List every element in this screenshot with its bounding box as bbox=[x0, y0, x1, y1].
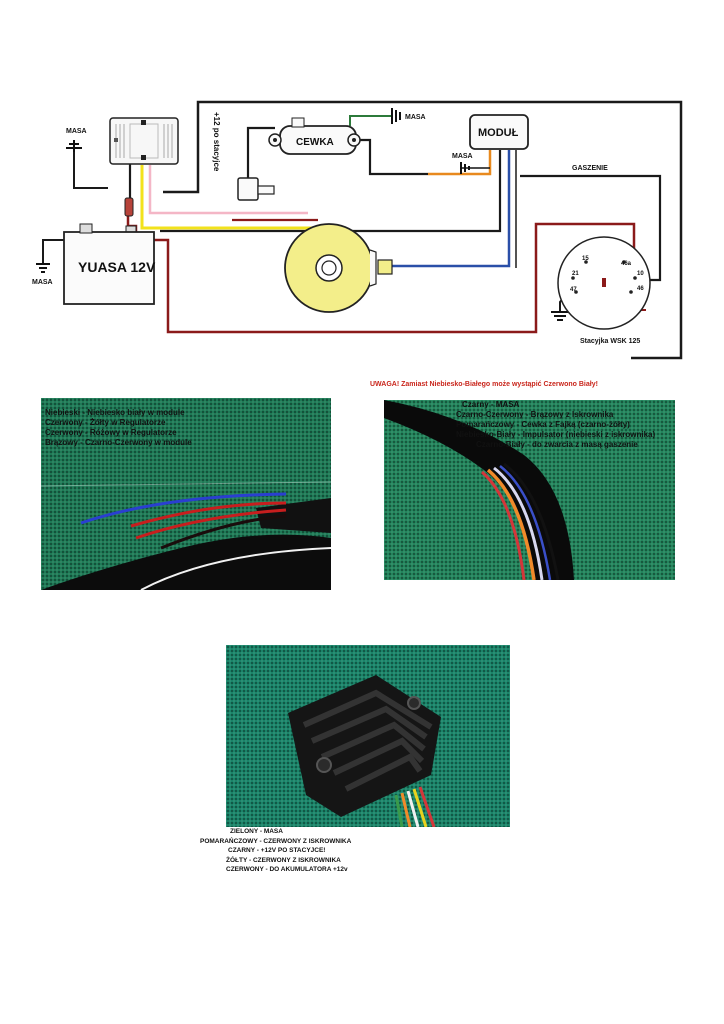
terminal-10: 10 bbox=[637, 271, 644, 277]
coil-label: CEWKA bbox=[296, 137, 334, 148]
switch-label: Stacyjka WSK 125 bbox=[580, 338, 640, 345]
ground-symbol-coil bbox=[391, 108, 401, 124]
photo-wires-module: Niebieski - Niebiesko biały w module Cze… bbox=[41, 398, 331, 590]
masa-label-regulator: MASA bbox=[66, 128, 87, 135]
legend-line: POMARAŃCZOWY - CZERWONY Z ISKROWNIKA bbox=[200, 837, 352, 845]
caption-line: Czerwony - Różowy w Regulatorze bbox=[45, 428, 177, 437]
warning-text: UWAGA! Zamiast Niebiesko-Białego może wy… bbox=[370, 381, 598, 388]
connector-plus12 bbox=[237, 177, 275, 201]
wire-pink bbox=[148, 165, 308, 215]
terminal-47: 47 bbox=[570, 287, 577, 293]
caption-line: Czarno-Biały - do zwarcia z masą gaszeni… bbox=[476, 440, 638, 449]
masa-label-coil: MASA bbox=[405, 114, 426, 121]
regulator-wire-legend: ZIELONY - MASA POMARAŃCZOWY - CZERWONY Z… bbox=[200, 827, 351, 875]
wire-coil-right bbox=[358, 138, 428, 176]
caption-line: Brązowy - Czarno-Czerwony w module bbox=[45, 438, 192, 447]
wire-battery-ground bbox=[42, 239, 64, 264]
battery bbox=[63, 223, 155, 305]
ground-symbol-module bbox=[460, 162, 490, 174]
legend-line: CZERWONY - DO AKUMULATORA +12v bbox=[226, 866, 348, 873]
legend-line: CZARNY - +12V PO STACYJCE! bbox=[228, 847, 326, 854]
wire-green-masa bbox=[349, 115, 392, 126]
terminal-46: 46 bbox=[637, 286, 644, 292]
ground-symbol-switch bbox=[551, 311, 569, 321]
ground-symbol-battery bbox=[36, 263, 50, 273]
gaszenie-label: GASZENIE bbox=[572, 165, 608, 172]
caption-line: Niebieski - Niebiesko biały w module bbox=[45, 408, 185, 417]
coil bbox=[268, 117, 361, 155]
photo1-caption: Niebieski - Niebiesko biały w module Cze… bbox=[45, 408, 192, 448]
wire-module-black bbox=[160, 150, 502, 233]
caption-line: Niebiesko-Biały - Impulsator (niebieski … bbox=[456, 430, 656, 439]
legend-line: ŻÓŁTY - CZERWONY Z ISKROWNIKA bbox=[226, 856, 341, 864]
fuse bbox=[124, 197, 134, 217]
photo-regulator bbox=[226, 645, 510, 827]
masa-label-module: MASA bbox=[452, 153, 473, 160]
caption-line: Czarny - MASA bbox=[462, 400, 520, 409]
wire-module-blue bbox=[392, 150, 511, 268]
wire-coil-orange bbox=[428, 150, 492, 176]
photo-wires-connector: Czarny - MASA Czarno-Czerwony - Brązowy … bbox=[384, 400, 675, 580]
terminal-15: 15 bbox=[582, 256, 589, 262]
photo2-caption: Czarny - MASA Czarno-Czerwony - Brązowy … bbox=[456, 400, 655, 450]
legend-line: ZIELONY - MASA bbox=[230, 828, 283, 835]
battery-label: YUASA 12V bbox=[78, 259, 156, 275]
ignition-switch bbox=[557, 236, 651, 330]
module-box bbox=[469, 114, 529, 150]
masa-label-battery: MASA bbox=[32, 279, 53, 286]
terminal-46a: 46a bbox=[621, 261, 632, 267]
terminal-21: 21 bbox=[572, 271, 579, 277]
caption-line: Czarno-Czerwony - Brązowy z Iskrownika bbox=[456, 410, 614, 419]
ground-symbol-regulator bbox=[66, 140, 82, 152]
module-label: MODUŁ bbox=[478, 127, 519, 139]
regulator bbox=[109, 117, 179, 165]
wire-yellow bbox=[140, 165, 320, 230]
caption-line: Pomarańczowy - Cewka z Fajką (czarno-żół… bbox=[456, 420, 630, 429]
magneto bbox=[284, 223, 393, 313]
wiring-diagram: YUASA 12V MASA MASA +12 po stacyjce CEWK… bbox=[32, 100, 683, 360]
plus12-label: +12 po stacyjce bbox=[212, 112, 221, 172]
wire-black-connector bbox=[246, 126, 275, 190]
wire-gaszenie bbox=[520, 174, 662, 282]
wire-black-top bbox=[163, 100, 683, 360]
caption-line: Czerwony - Żółty w Regulatorze bbox=[45, 418, 166, 427]
wire-reg-masa bbox=[73, 152, 108, 189]
